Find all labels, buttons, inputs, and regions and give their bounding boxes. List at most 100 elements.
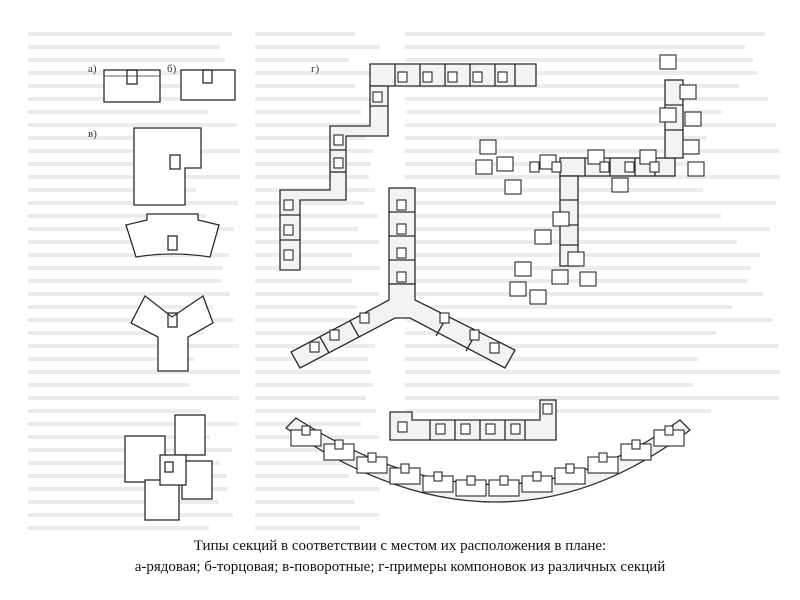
ghost-text-line bbox=[255, 461, 380, 465]
tower-block bbox=[551, 269, 569, 285]
ghost-text-line bbox=[255, 214, 378, 218]
tower-block bbox=[611, 177, 629, 193]
tower-block bbox=[659, 54, 677, 70]
ghost-text-line bbox=[255, 396, 366, 400]
stair-cell bbox=[334, 439, 344, 450]
stair-cell bbox=[599, 161, 610, 173]
stair-cell bbox=[664, 425, 674, 436]
tower-block bbox=[587, 149, 605, 165]
stair-cell bbox=[485, 423, 496, 435]
ghost-text-line bbox=[28, 500, 218, 504]
ghost-text-line bbox=[28, 279, 222, 283]
stair-cell bbox=[510, 423, 521, 435]
ghost-text-line bbox=[405, 331, 716, 335]
ghost-text-line bbox=[255, 513, 379, 517]
stair-cell bbox=[397, 421, 408, 433]
tower-block bbox=[496, 156, 514, 172]
stair-cell bbox=[396, 199, 407, 211]
ghost-text-line bbox=[28, 318, 235, 322]
ghost-text-line bbox=[28, 513, 233, 517]
stair-cell bbox=[631, 439, 641, 450]
ghost-text-line bbox=[255, 318, 378, 322]
stair-cell bbox=[283, 249, 294, 261]
tower-block bbox=[514, 261, 532, 277]
stair-cell bbox=[301, 425, 311, 436]
ghost-text-line bbox=[28, 435, 210, 439]
stair-cell bbox=[283, 199, 294, 211]
stair-cell bbox=[333, 157, 344, 169]
stair-cell bbox=[447, 71, 458, 83]
section-corner-l bbox=[133, 127, 202, 206]
ghost-text-line bbox=[405, 58, 753, 62]
ghost-text-line bbox=[255, 253, 352, 257]
ghost-text-line bbox=[28, 123, 237, 127]
tower-block bbox=[639, 149, 657, 165]
ghost-text-line bbox=[28, 136, 199, 140]
ghost-text-line bbox=[255, 123, 376, 127]
ghost-text-line bbox=[255, 305, 357, 309]
ghost-text-line bbox=[28, 383, 190, 387]
stair-cell bbox=[489, 342, 500, 354]
ghost-text-line bbox=[28, 266, 223, 270]
tower-block bbox=[684, 111, 702, 127]
ghost-text-line bbox=[255, 526, 360, 530]
stair-cell bbox=[551, 161, 562, 173]
label-v: в) bbox=[88, 128, 97, 140]
ghost-text-line bbox=[28, 526, 209, 530]
ghost-text-line bbox=[28, 162, 188, 166]
stair-cell bbox=[532, 471, 542, 482]
ghost-text-line bbox=[255, 383, 373, 387]
figure-caption: Типы секций в соответствии с местом их р… bbox=[0, 536, 800, 578]
stair-cell bbox=[472, 71, 483, 83]
stair-cell bbox=[333, 134, 344, 146]
ghost-text-line bbox=[405, 136, 706, 140]
ghost-text-line bbox=[405, 370, 780, 374]
stair-cell bbox=[497, 71, 508, 83]
ghost-text-line bbox=[405, 123, 776, 127]
stair-cell bbox=[649, 161, 660, 173]
stair-cell bbox=[397, 71, 408, 83]
ghost-text-line bbox=[255, 422, 361, 426]
ghost-text-line bbox=[28, 45, 220, 49]
stair-cell bbox=[460, 423, 471, 435]
stair-cell bbox=[372, 91, 383, 103]
ghost-text-line bbox=[28, 461, 219, 465]
ghost-text-line bbox=[405, 409, 711, 413]
ghost-text-line bbox=[255, 474, 349, 478]
stair-cell bbox=[396, 271, 407, 283]
stair-cell bbox=[466, 475, 476, 486]
stair-cell bbox=[565, 463, 575, 474]
stair-cell bbox=[396, 223, 407, 235]
ghost-text-line bbox=[28, 422, 237, 426]
stair-cell bbox=[529, 161, 540, 173]
ghost-text-line bbox=[255, 45, 380, 49]
ghost-text-line bbox=[405, 318, 772, 322]
ghost-text-line bbox=[28, 201, 238, 205]
ghost-text-line bbox=[255, 84, 355, 88]
stair-cell bbox=[469, 329, 480, 341]
ghost-text-line bbox=[255, 32, 355, 36]
ghost-text-line bbox=[405, 266, 751, 270]
stair-cell bbox=[433, 471, 443, 482]
tower-block bbox=[659, 107, 677, 123]
tower-block bbox=[475, 159, 493, 175]
ghost-text-line bbox=[28, 240, 215, 244]
section-curved bbox=[125, 213, 220, 258]
ghost-text-line bbox=[28, 32, 232, 36]
ghost-text-line bbox=[255, 162, 371, 166]
ghost-text-line bbox=[255, 97, 379, 101]
tower-block bbox=[534, 229, 552, 245]
ghost-text-line bbox=[28, 344, 239, 348]
ghost-text-line bbox=[405, 84, 739, 88]
ghost-text-line bbox=[405, 45, 745, 49]
ghost-text-line bbox=[255, 500, 354, 504]
ghost-text-line bbox=[28, 110, 208, 114]
tower-block bbox=[509, 281, 527, 297]
ghost-text-line bbox=[405, 292, 763, 296]
tower-block bbox=[479, 139, 497, 155]
ghost-text-line bbox=[255, 292, 379, 296]
tower-block bbox=[552, 211, 570, 227]
caption-line-1: Типы секций в соответствии с местом их р… bbox=[193, 538, 607, 554]
ghost-text-line bbox=[28, 58, 225, 62]
ghost-text-line bbox=[405, 32, 765, 36]
